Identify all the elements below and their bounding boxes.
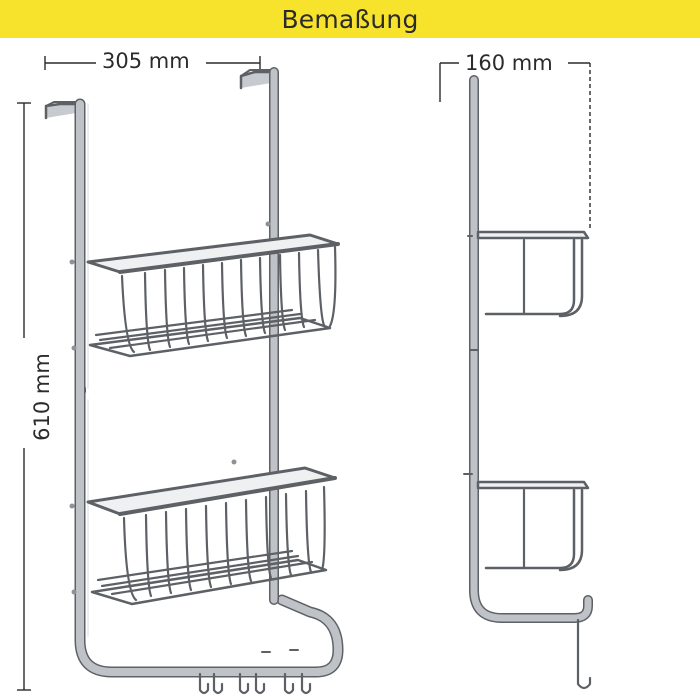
front-basket-top — [86, 233, 340, 358]
width-label: 305 mm — [98, 49, 194, 73]
side-hook — [576, 618, 592, 690]
side-view — [463, 75, 593, 690]
front-basket-bottom — [86, 466, 337, 606]
side-rail — [469, 75, 593, 623]
front-hooks — [198, 649, 312, 695]
front-rails — [74, 67, 344, 678]
depth-label: 160 mm — [461, 51, 557, 75]
height-label: 610 mm — [29, 349, 54, 445]
height-dimension-line — [17, 102, 31, 691]
front-bolts — [69, 221, 271, 595]
side-basket-bottom — [463, 473, 590, 572]
title-banner: Bemaßung — [0, 0, 700, 38]
width-dimension-line — [44, 56, 261, 70]
page-title: Bemaßung — [281, 4, 419, 34]
depth-dimension-line — [439, 62, 591, 228]
side-basket-top — [467, 230, 590, 318]
front-view — [44, 67, 344, 695]
